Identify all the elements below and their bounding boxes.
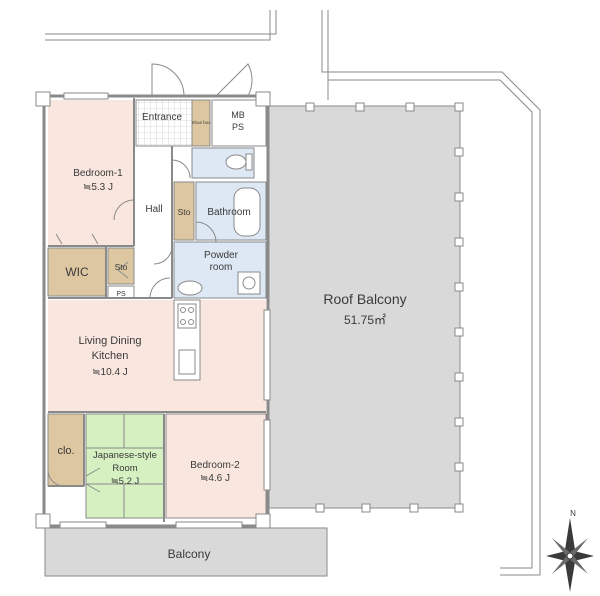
balcony-label: Balcony (168, 547, 211, 561)
bathroom-label: Bathroom (207, 207, 250, 218)
exterior-wall-lines (45, 10, 541, 576)
sink-icon (177, 280, 203, 296)
shoe-box-label: Shoe box (191, 120, 211, 125)
powder-room-label-2: room (210, 262, 233, 273)
wall-pillars (35, 91, 271, 529)
wic-label: WIC (65, 265, 89, 279)
bedroom1-size: ≒5.3 J (83, 182, 113, 193)
compass-north-label: N (570, 509, 576, 518)
tatami-lines (86, 414, 164, 518)
japanese-room-label-2: Room (112, 463, 137, 474)
roof-balcony-name: Roof Balcony (323, 291, 406, 307)
washing-machine-icon (237, 271, 261, 295)
bedroom2-name: Bedroom-2 (190, 460, 240, 471)
closet-floor (47, 413, 85, 487)
shoe-box (191, 99, 211, 147)
interior-walls (48, 98, 266, 522)
windows (59, 92, 271, 529)
entrance-floor (135, 99, 193, 147)
toilet-icon (225, 154, 247, 170)
roof-balcony-area-label: 51.75㎡ (344, 313, 386, 327)
japanese-room-label-1: Japanese-style (93, 450, 157, 461)
storage-wic-floor (107, 247, 135, 285)
stove-icon (177, 303, 197, 329)
ps-label: PS (232, 122, 244, 132)
mb-label: MB (231, 110, 245, 120)
mb-ps-box (211, 99, 267, 147)
japanese-room-size: ≒5.2 J (111, 476, 140, 487)
compass-icon: N (546, 509, 594, 592)
roof-balcony-posts (305, 102, 464, 513)
hall-label: Hall (145, 204, 162, 215)
bedroom1-name: Bedroom-1 (73, 168, 123, 179)
ps-small-label: PS (116, 291, 126, 298)
ldk-floor (48, 300, 266, 412)
roof-balcony-area (267, 105, 461, 509)
ldk-size: ≒10.4 J (92, 367, 128, 378)
ldk-label-2: Kitchen (92, 350, 129, 362)
storage-wic-label: Sto (115, 262, 128, 272)
bedroom2-floor (165, 413, 267, 519)
japanese-room-floor (85, 413, 165, 519)
storage-hall-label: Sto (178, 207, 191, 217)
powder-room-label-1: Powder (204, 250, 239, 261)
door-swings (47, 63, 253, 493)
ldk-label-1: Living Dining (79, 335, 142, 347)
kitchen-sink-icon (178, 349, 196, 375)
bedroom2-size: ≒4.6 J (200, 473, 230, 484)
entrance-label: Entrance (142, 112, 182, 123)
closet-label: clo. (57, 445, 74, 457)
bathtub-icon (233, 187, 261, 237)
storage-hall-floor (173, 181, 195, 241)
balcony-area (44, 527, 328, 577)
bedroom1-floor (48, 100, 134, 246)
